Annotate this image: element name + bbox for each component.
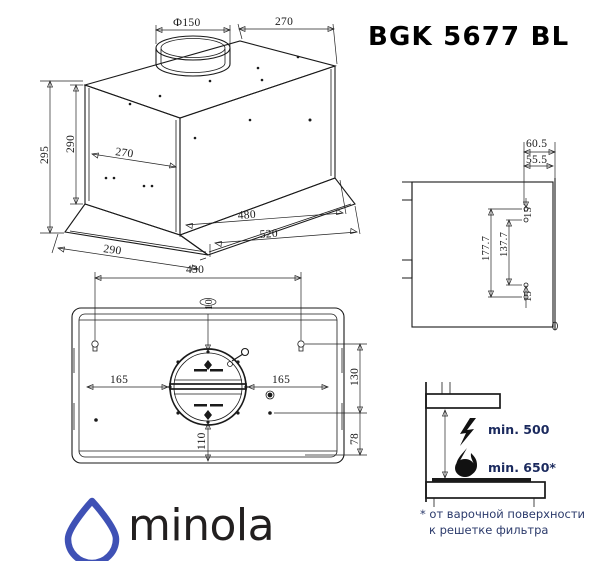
dim-label-right-upper: 130: [349, 368, 361, 386]
duct-collar: [155, 35, 231, 77]
dimension-hole-span-inner: 137.7: [499, 219, 522, 286]
dimension-mount-span: 430: [94, 264, 302, 340]
brand-logo: [64, 497, 120, 561]
footnote-line-2: к решетке фильтра: [429, 523, 549, 537]
dimension-hole-pitch-bottom: 15: [522, 285, 534, 308]
grille-latch: [227, 347, 250, 367]
dimension-outer-offset: 60.5: [523, 138, 556, 205]
page-title: BGK 5677 BL: [368, 22, 570, 52]
dim-label-center-right: 165: [272, 374, 290, 386]
dim-label-duct-diameter: Ф150: [173, 17, 201, 29]
dim-label-hole-span-outer: 177.7: [481, 236, 492, 261]
bottom-flange: [64, 177, 356, 256]
dimension-body-width: 480: [179, 179, 347, 237]
filter-grille: [168, 347, 250, 426]
dim-label-base-depth: 290: [103, 243, 123, 257]
cabinet-top-face: [83, 40, 337, 119]
bottom-plan-view: 430 165 165 10 110: [71, 264, 367, 464]
dim-label-mount-span: 430: [186, 264, 204, 276]
side-body-outline: [411, 178, 558, 331]
flame-icon: [455, 448, 478, 477]
dimension-hole-span-outer: 177.7: [481, 208, 522, 298]
dimension-top-depth: 270: [237, 16, 338, 65]
dim-label-outer-offset: 60.5: [526, 138, 547, 150]
clearance-gas-label: min. 650*: [488, 460, 556, 475]
dimension-grille-top-gap: 10: [199, 298, 217, 352]
fastener-dots: [104, 55, 312, 188]
dimension-height-outer: 295: [39, 80, 83, 234]
dim-label-center-left: 165: [110, 374, 128, 386]
dim-label-height-outer: 295: [39, 146, 51, 164]
dim-label-hole-pitch-top: 15: [523, 207, 534, 218]
dimension-right-upper: 130: [274, 343, 367, 414]
keyhole-mounts: [91, 340, 305, 422]
isometric-body-view: Ф150 270 295 290: [39, 16, 361, 271]
dim-label-side-depth: 270: [115, 146, 135, 160]
dimension-grille-bottom: 110: [196, 422, 212, 462]
dimension-center-left: 165: [86, 374, 169, 391]
installation-clearance-view: min. 500 min. 650*: [425, 382, 556, 507]
lightning-bolt-icon: [460, 418, 476, 446]
dim-label-flange-width: 520: [259, 228, 278, 241]
clearance-electric-label: min. 500: [488, 422, 550, 437]
dimension-flange-width: 520: [209, 205, 361, 257]
dim-label-right-lower: 78: [349, 433, 361, 445]
water-drop-icon: [64, 497, 120, 561]
dimension-height-inner: 290: [65, 84, 83, 205]
brand-name: minola: [128, 500, 275, 551]
dim-label-hole-pitch-bottom: 15: [523, 291, 534, 302]
clearance-hob: [425, 478, 546, 507]
clearance-arrow: [441, 409, 449, 479]
side-section-view: 60.5 55.5 177.7 137.7: [402, 138, 558, 331]
dim-label-body-width: 480: [237, 209, 256, 222]
dimension-center-right: 165: [247, 374, 329, 391]
dimension-right-lower: 78: [305, 413, 367, 456]
dim-label-grille-top-gap: 10: [204, 299, 215, 310]
dim-label-inner-offset: 55.5: [526, 154, 547, 166]
dimension-base-depth: 290: [51, 233, 207, 271]
dimension-side-depth: 270: [91, 146, 177, 169]
dim-label-top-depth: 270: [275, 16, 293, 28]
dimension-inner-offset: 55.5: [523, 154, 554, 170]
dimension-duct-diameter: Ф150: [155, 17, 231, 60]
footnote-line-1: * от варочной поверхности: [420, 507, 585, 521]
dim-label-grille-bottom: 110: [196, 432, 208, 450]
clearance-footnote: * от варочной поверхности к решетке филь…: [420, 506, 585, 538]
dimension-hole-pitch-top: 15: [522, 198, 534, 218]
dim-label-height-inner: 290: [65, 135, 77, 153]
dim-label-hole-span-inner: 137.7: [499, 232, 510, 257]
side-duct-stub: [402, 181, 413, 279]
